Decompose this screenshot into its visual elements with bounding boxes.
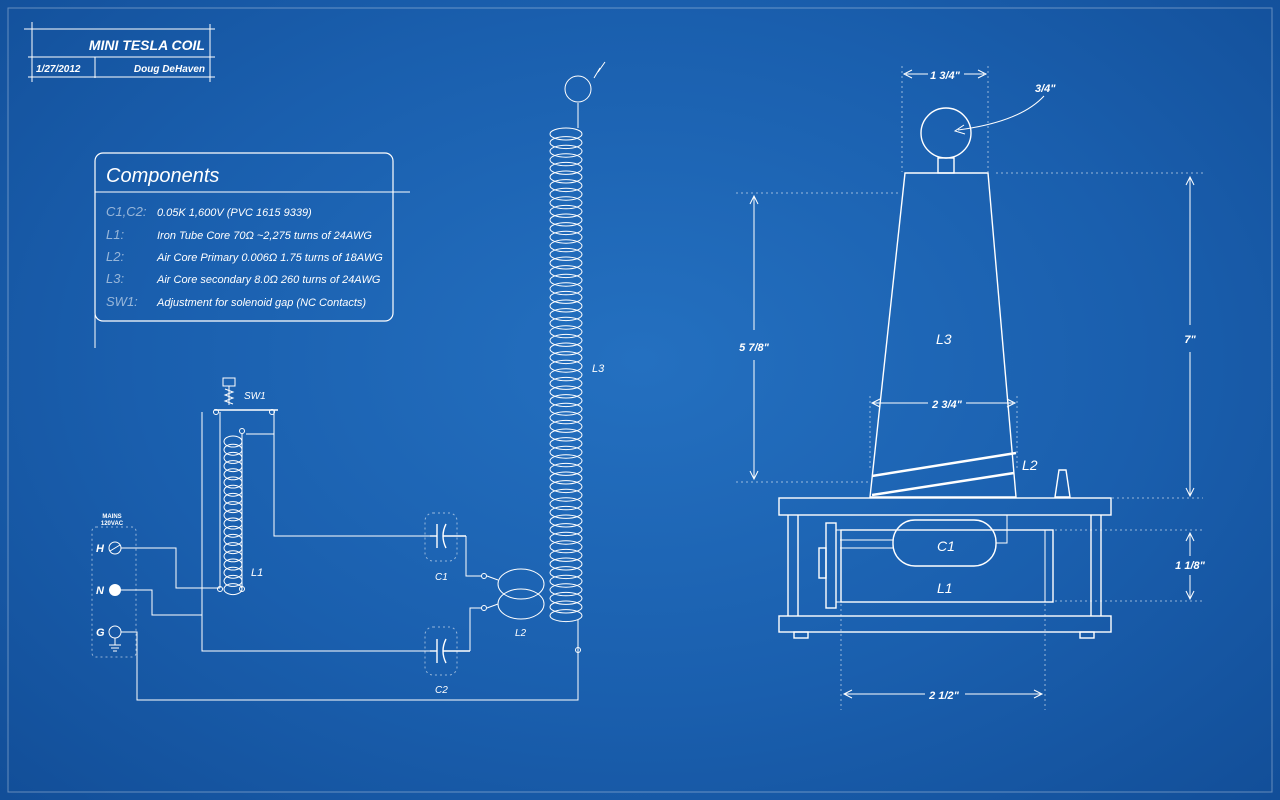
component-ref: L2: <box>106 249 124 264</box>
component-desc: Air Core secondary 8.0Ω 260 turns of 24A… <box>156 274 381 286</box>
terminal-g-circle <box>108 625 122 639</box>
components-panel: Components C1,C2: 0.05K 1,600V (PVC 1615… <box>94 152 410 348</box>
dim-top-label: 1 3/4" <box>930 70 960 82</box>
capacitor-c2: C2 <box>424 607 482 696</box>
date-text: 1/27/2012 <box>36 64 81 75</box>
mains-voltage-label: 120VAC <box>101 521 124 527</box>
coil-l1: L1 <box>217 428 263 596</box>
spark-icon <box>593 61 606 79</box>
components-heading: Components <box>106 165 219 187</box>
side-c1-label: C1 <box>937 538 955 554</box>
dim-base-width-label: 2 3/4" <box>931 399 962 411</box>
sw1-label: SW1 <box>244 391 266 402</box>
top-ball <box>920 107 972 159</box>
coil-former-l3 <box>869 172 1017 498</box>
dim-ball-label: 3/4" <box>1035 83 1056 95</box>
l1-label: L1 <box>251 567 263 579</box>
component-desc: Iron Tube Core 70Ω ~2,275 turns of 24AWG <box>157 230 372 242</box>
mains-label: MAINS <box>102 514 121 520</box>
dim-box-height-label: 1 1/8" <box>1175 560 1205 572</box>
terminal-n-dot <box>109 584 121 596</box>
component-ref: L1: <box>106 227 124 242</box>
title-block: MINI TESLA COIL 1/27/2012 Doug DeHaven <box>24 22 215 82</box>
title-text: MINI TESLA COIL <box>89 37 205 53</box>
component-desc: Adjustment for solenoid gap (NC Contacts… <box>156 297 366 309</box>
terminal-h-label: H <box>96 543 105 555</box>
base-top-board <box>778 497 1112 516</box>
side-l1-label: L1 <box>937 580 953 596</box>
component-ref: SW1: <box>106 294 138 309</box>
coil-l2: L2 <box>481 568 545 639</box>
author-text: Doug DeHaven <box>134 64 205 75</box>
base-bottom-board <box>778 615 1112 633</box>
component-ref: C1,C2: <box>106 204 147 219</box>
component-ref: L3: <box>106 271 124 286</box>
c2-label: C2 <box>435 685 448 696</box>
coil-l3: L3 <box>549 61 606 653</box>
capacitor-c1: C1 <box>424 512 482 583</box>
page-border <box>7 7 1273 793</box>
dim-bottom-label: 2 1/2" <box>928 690 959 702</box>
switch-sw1: SW1 <box>213 377 278 415</box>
c1-label: C1 <box>435 572 448 583</box>
dim-height-left-label: 5 7/8" <box>739 342 769 354</box>
side-view: 1 3/4" 3/4" L3 L2 2 3/4" 5 7/8" <box>736 66 1206 710</box>
solenoid-l1 <box>840 529 1054 603</box>
terminal-n-label: N <box>96 585 105 597</box>
side-l3-label: L3 <box>936 331 952 347</box>
dim-height-right-label: 7" <box>1184 334 1196 346</box>
terminal-g-label: G <box>96 627 105 639</box>
schematic: MAINS 120VAC H N G SW1 <box>91 61 606 701</box>
l3-top-terminal <box>564 75 592 103</box>
l2-label: L2 <box>515 628 527 639</box>
l3-label: L3 <box>592 363 605 375</box>
component-desc: Air Core Primary 0.006Ω 1.75 turns of 18… <box>156 252 383 264</box>
component-desc: 0.05K 1,600V (PVC 1615 9339) <box>157 207 312 219</box>
side-knob <box>1054 469 1071 498</box>
side-l2-label: L2 <box>1022 457 1038 473</box>
